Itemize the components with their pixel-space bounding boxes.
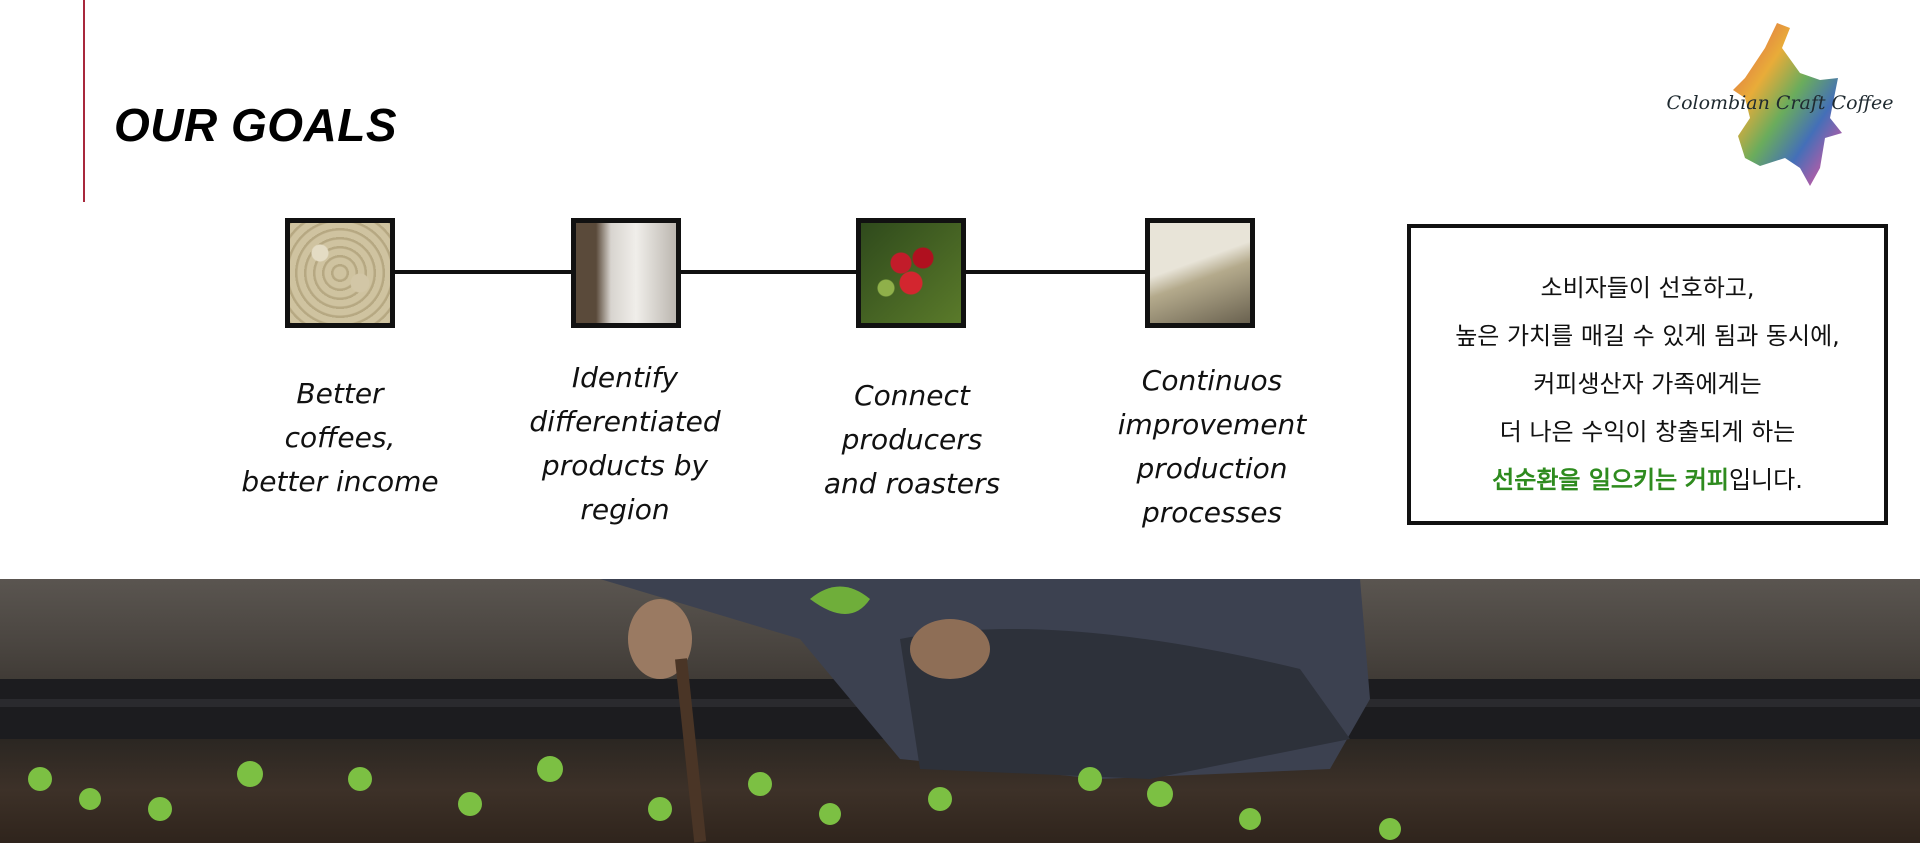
goal-image-coffee-cherries <box>856 218 966 328</box>
colombia-map-logo-icon <box>1733 23 1842 186</box>
korean-line: 더 나은 수익이 창출되게 하는 <box>1499 418 1796 446</box>
goal-image-coffee-beans <box>285 218 395 328</box>
goal-image-processing <box>1145 218 1255 328</box>
korean-line: 높은 가치를 매길 수 있게 됨과 동시에, <box>1455 322 1840 350</box>
korean-message-box: 소비자들이 선호하고, 높은 가치를 매길 수 있게 됨과 동시에, 커피생산자… <box>1407 224 1888 525</box>
korean-line: 커피생산자 가족에게는 <box>1533 370 1762 398</box>
goals-connector-line <box>394 270 1145 274</box>
goal-image-scientist <box>571 218 681 328</box>
logo: Colombian Craft Coffee <box>1660 18 1900 193</box>
farmer-seedlings-image <box>0 579 1920 843</box>
farmer-planting-photo <box>0 579 1920 843</box>
accent-line <box>83 0 85 202</box>
page-title: OUR GOALS <box>114 99 398 151</box>
korean-line-highlight: 선순환을 일으키는 커피입니다. <box>1492 466 1803 494</box>
korean-line: 소비자들이 선호하고, <box>1540 274 1755 302</box>
logo-text: Colombian Craft Coffee <box>1666 92 1894 114</box>
